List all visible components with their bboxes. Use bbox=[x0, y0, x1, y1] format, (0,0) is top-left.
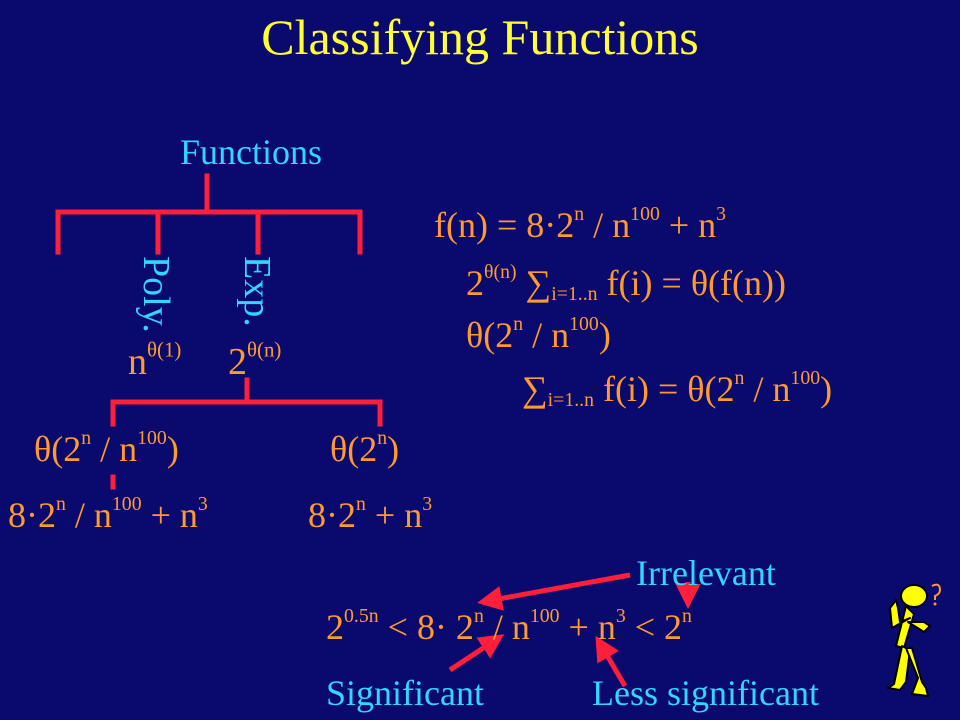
significant-label: Significant bbox=[326, 673, 484, 713]
irrelevant-arrow-left bbox=[477, 572, 631, 611]
less-significant-label: Less significant bbox=[592, 673, 819, 713]
growth-inequality: 20.5n < 8· 2n / n100 + n3 < 2n bbox=[326, 605, 692, 647]
right-class-label: θ(2n) bbox=[330, 427, 400, 469]
significant-arrow bbox=[448, 634, 505, 673]
theta-class-line: θ(2n / n100) bbox=[466, 313, 611, 355]
exp-sum-line: 2θ(n) ∑i=1..n f(i) = θ(f(n)) bbox=[466, 261, 787, 305]
right-example: 8·2n + n3 bbox=[308, 493, 433, 535]
poly-label: Poly. bbox=[135, 256, 177, 333]
poly-growth: nθ(1) bbox=[128, 337, 182, 383]
irrelevant-label: Irrelevant bbox=[636, 553, 776, 593]
page-title: Classifying Functions bbox=[261, 9, 699, 65]
left-class-label: θ(2n / n100) bbox=[34, 427, 179, 469]
left-example: 8·2n / n100 + n3 bbox=[8, 493, 208, 535]
exp-label: Exp. bbox=[236, 256, 278, 327]
exp-growth: 2θ(n) bbox=[228, 337, 282, 383]
tree-root-label: Functions bbox=[180, 132, 323, 172]
thinking-stick-figure-icon bbox=[887, 583, 942, 697]
less-significant-arrow bbox=[595, 635, 628, 688]
f-definition: f(n) = 8·2n / n100 + n3 bbox=[434, 203, 727, 245]
theta-sum-line: ∑i=1..n f(i) = θ(2n / n100) bbox=[522, 367, 833, 411]
